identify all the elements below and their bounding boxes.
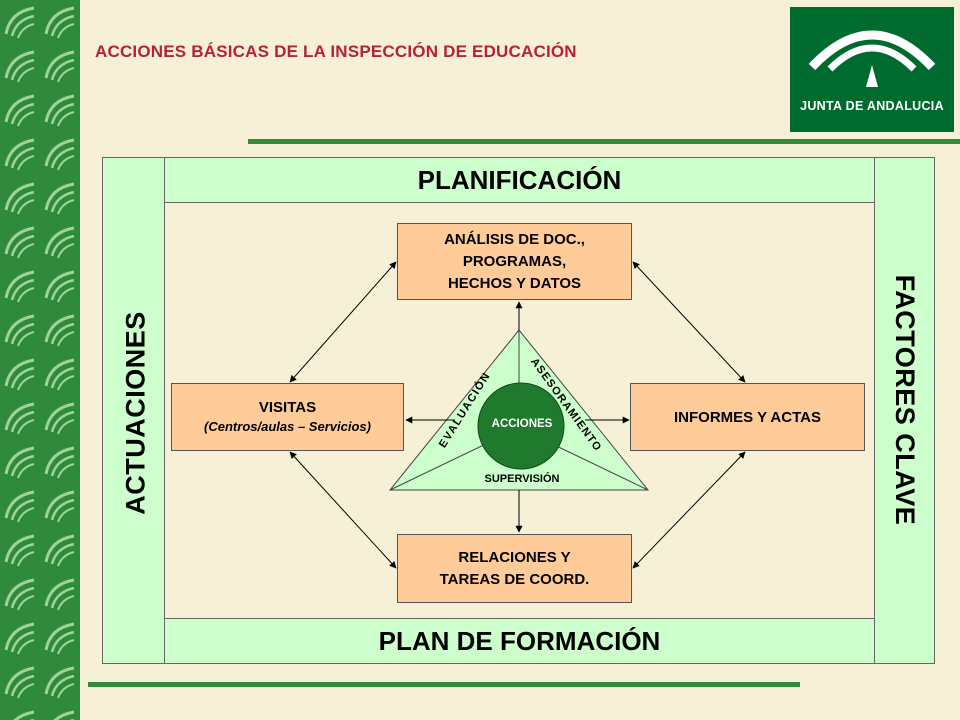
visitas-box: VISITAS (Centros/aulas – Servicios) [171,383,404,451]
relaciones-box: RELACIONES Y TAREAS DE COORD. [397,534,632,603]
logo-text: JUNTA DE ANDALUCIA [800,99,944,113]
visitas-subtitle: (Centros/aulas – Servicios) [204,419,371,434]
visitas-title: VISITAS [258,399,317,416]
analisis-line-2: PROGRAMAS, [462,252,567,270]
actuaciones-column: ACTUACIONES [103,158,165,663]
informes-box: INFORMES Y ACTAS [630,383,865,451]
relaciones-line-1: RELACIONES Y [458,548,571,566]
factores-clave-column: FACTORES CLAVE [874,158,934,663]
supervision-label: SUPERVISIÓN [484,473,560,485]
junta-de-andalucia-logo: JUNTA DE ANDALUCIA [790,7,954,132]
page-title: ACCIONES BÁSICAS DE LA INSPECCIÓN DE EDU… [95,42,577,61]
planificacion-band: PLANIFICACIÓN [165,158,874,203]
bottom-divider [88,682,800,687]
analisis-box: ANÁLISIS DE DOC., PROGRAMAS, HECHOS Y DA… [397,223,632,300]
plan-de-formacion-band: PLAN DE FORMACIÓN [165,618,874,663]
relaciones-line-2: TAREAS DE COORD. [439,570,590,588]
informes-label: INFORMES Y ACTAS [674,408,821,426]
logo-emblem-icon [808,30,936,87]
acciones-label: ACCIONES [491,418,553,430]
actuaciones-label: ACTUACIONES [120,311,151,515]
factores-clave-label: FACTORES CLAVE [890,274,921,526]
top-divider [248,139,960,144]
sidebar-pattern [0,0,80,720]
decorative-sidebar [0,0,80,720]
analisis-line-1: ANÁLISIS DE DOC., [444,230,585,248]
analisis-line-3: HECHOS Y DATOS [447,274,582,292]
